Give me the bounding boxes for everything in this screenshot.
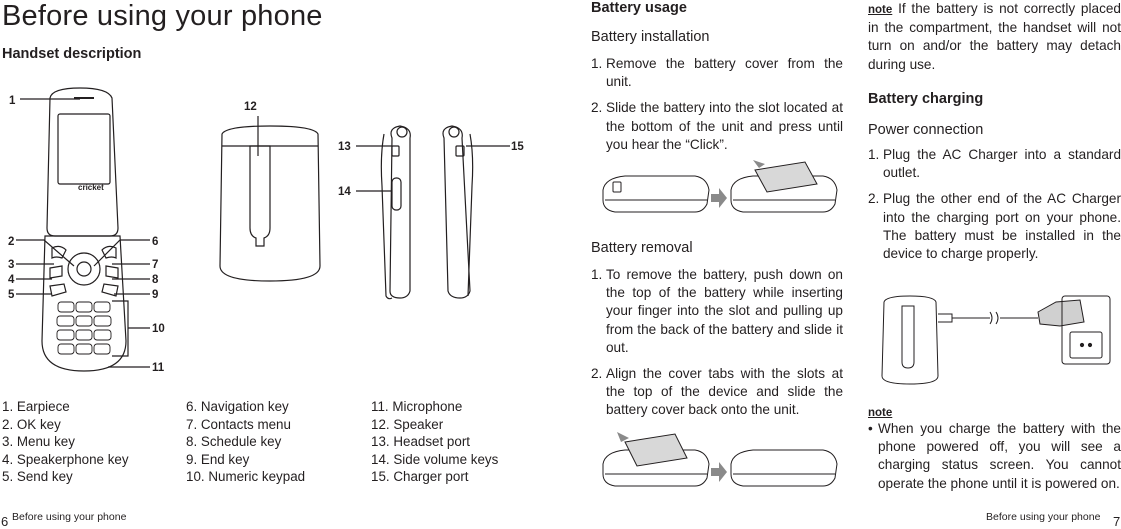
list-item: 1. To remove the battery, push down on t… — [591, 266, 843, 357]
battery-install-illustration — [602, 160, 838, 213]
heading-power-connection: Power connection — [868, 122, 984, 138]
legend-item: 9. End key — [186, 451, 250, 467]
callout-3: 3 — [8, 259, 14, 271]
heading-battery-removal: Battery removal — [591, 240, 693, 256]
legend-item: 8. Schedule key — [186, 434, 282, 450]
legend-item: 10. Numeric keypad — [186, 469, 306, 485]
callout-15: 15 — [511, 141, 524, 153]
list-item: • When you charge the battery with the p… — [868, 420, 1121, 493]
step-text: Remove the battery cover from the unit. — [606, 56, 843, 90]
callout-4: 4 — [8, 274, 15, 286]
heading-battery-installation: Battery installation — [591, 29, 710, 45]
step-text: Plug the AC Charger into a standard outl… — [883, 147, 1121, 181]
callout-11: 11 — [152, 362, 165, 374]
phone-back — [219, 125, 321, 282]
phone-front-upper — [46, 87, 119, 237]
page-number-right: 7 — [1113, 514, 1121, 529]
legend-item: 5. Send key — [2, 469, 73, 485]
callout-7: 7 — [152, 259, 158, 271]
legend-item: 14. Side volume keys — [371, 451, 499, 467]
battery-cover-illustration — [602, 432, 838, 487]
list-item: 1. Remove the battery cover from the uni… — [591, 55, 843, 91]
section-heading-handset-description: Handset description — [2, 46, 142, 62]
step-number: 1. — [868, 147, 880, 162]
callout-13: 13 — [338, 141, 351, 153]
step-text: Align the cover tabs with the slots at t… — [606, 366, 843, 418]
phone-front-lower — [41, 235, 127, 372]
phone-side-right — [442, 125, 471, 299]
callout-12: 12 — [244, 101, 257, 113]
bullet: • — [868, 421, 873, 436]
legend-column-2: 6. Navigation key 7. Contacts menu 8. Sc… — [186, 398, 366, 486]
step-number: 1. — [591, 56, 603, 71]
handset-diagram: cricket 1 2 3 4 5 6 7 8 9 10 11 12 13 14… — [8, 87, 524, 374]
phone-front-screen — [57, 113, 111, 185]
legend-column-3: 11. Microphone 12. Speaker 13. Headset p… — [371, 398, 551, 486]
step-number: 1. — [591, 267, 603, 282]
callout-2: 2 — [8, 236, 14, 248]
legend-item: 15. Charger port — [371, 469, 469, 485]
charging-note: • When you charge the battery with the p… — [868, 420, 1121, 493]
legend-item: 13. Headset port — [371, 434, 471, 450]
step-text: To remove the battery, push down on the … — [606, 267, 843, 355]
battery-note: note If the battery is not correctly pla… — [868, 0, 1121, 74]
callout-14: 14 — [338, 186, 351, 198]
note-label: note — [868, 4, 893, 16]
footer-left: Before using your phone — [12, 511, 127, 523]
installation-steps: 1. Remove the battery cover from the uni… — [591, 55, 843, 154]
note-text: If the battery is not correctly placed i… — [868, 1, 1121, 72]
note2-label: note — [868, 403, 892, 421]
legend-item: 1. Earpiece — [2, 399, 70, 414]
list-item: 2. Align the cover tabs with the slots a… — [591, 365, 843, 420]
page-number-left: 6 — [1, 514, 9, 529]
legend-item: 2. OK key — [2, 416, 61, 432]
legend-item: 3. Menu key — [2, 434, 75, 450]
note2-label-text: note — [868, 407, 893, 419]
note2-text: When you charge the battery with the pho… — [878, 421, 1121, 491]
step-text: Slide the battery into the slot located … — [606, 100, 843, 152]
step-number: 2. — [591, 366, 603, 382]
phone-brand-logo: cricket — [78, 183, 104, 192]
callout-6: 6 — [152, 236, 158, 248]
step-number: 2. — [868, 191, 880, 207]
heading-battery-usage: Battery usage — [591, 0, 687, 16]
legend-item: 4. Speakerphone key — [2, 451, 129, 467]
legend-item: 12. Speaker — [371, 416, 444, 432]
power-steps: 1. Plug the AC Charger into a standard o… — [868, 146, 1121, 263]
removal-steps: 1. To remove the battery, push down on t… — [591, 266, 843, 420]
callout-9: 9 — [152, 289, 158, 301]
step-number: 2. — [591, 100, 603, 116]
phone-side-left — [389, 125, 411, 299]
legend-item: 6. Navigation key — [186, 399, 289, 414]
legend-item: 11. Microphone — [371, 399, 463, 414]
list-item: 2. Slide the battery into the slot locat… — [591, 99, 843, 154]
callout-8: 8 — [152, 274, 159, 286]
charger-connection-illustration — [881, 295, 1111, 385]
list-item: 1. Plug the AC Charger into a standard o… — [868, 146, 1121, 182]
page-title: Before using your phone — [2, 0, 323, 32]
legend-column-1: 1. Earpiece 2. OK key 3. Menu key 4. Spe… — [2, 398, 177, 486]
callout-5: 5 — [8, 289, 15, 301]
legend-item: 7. Contacts menu — [186, 416, 291, 432]
heading-battery-charging: Battery charging — [868, 91, 984, 107]
step-text: Plug the other end of the AC Charger int… — [883, 191, 1121, 262]
footer-right: Before using your phone — [986, 511, 1101, 523]
callout-1: 1 — [9, 95, 16, 107]
callout-10: 10 — [152, 323, 165, 335]
navigation-key-shape — [67, 252, 101, 286]
list-item: 2. Plug the other end of the AC Charger … — [868, 190, 1121, 263]
